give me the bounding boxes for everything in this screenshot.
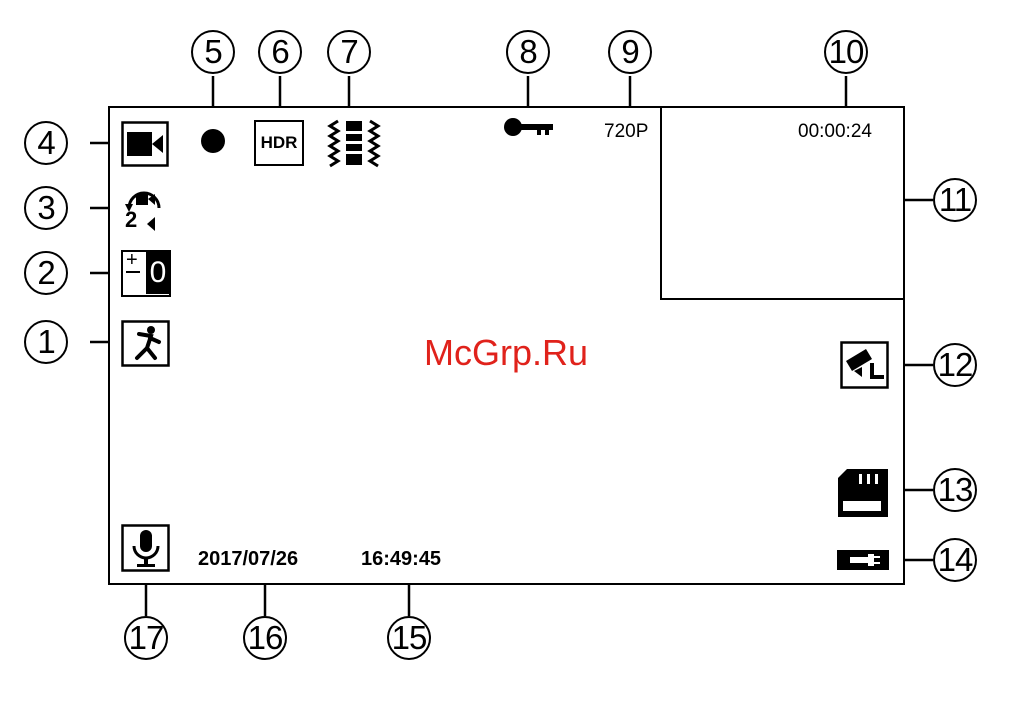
time-label: 16:49:45 bbox=[361, 548, 441, 571]
parking-monitor-icon bbox=[840, 341, 890, 389]
hdr-icon: HDR bbox=[254, 120, 304, 166]
exposure-icon: + 0 bbox=[121, 250, 171, 297]
callout-17: 17 bbox=[124, 616, 168, 660]
callout-3: 3 bbox=[24, 186, 68, 230]
wdr-icon bbox=[324, 118, 384, 168]
callout-14: 14 bbox=[933, 538, 977, 582]
microphone-icon bbox=[121, 524, 171, 572]
record-dot-icon bbox=[200, 128, 226, 154]
sd-card-icon bbox=[837, 468, 889, 518]
callout-2: 2 bbox=[24, 251, 68, 295]
burst-label: 2 bbox=[125, 207, 137, 233]
callout-9: 9 bbox=[608, 30, 652, 74]
callout-8: 8 bbox=[506, 30, 550, 74]
power-plug-icon bbox=[836, 549, 890, 571]
loop-record-icon: 2 bbox=[121, 186, 173, 232]
callout-7: 7 bbox=[327, 30, 371, 74]
video-camera-icon bbox=[121, 121, 169, 167]
exposure-value: 0 bbox=[146, 252, 170, 294]
callout-11: 11 bbox=[933, 178, 977, 222]
callout-1: 1 bbox=[24, 320, 68, 364]
callout-13: 13 bbox=[933, 468, 977, 512]
date-label: 2017/07/26 bbox=[198, 548, 298, 571]
elapsed-time: 00:00:24 bbox=[798, 121, 872, 143]
callout-5: 5 bbox=[191, 30, 235, 74]
hdr-label: HDR bbox=[261, 133, 298, 153]
exposure-plus: + bbox=[126, 249, 138, 272]
callout-12: 12 bbox=[933, 343, 977, 387]
watermark: McGrp.Ru bbox=[424, 332, 588, 374]
callout-6: 6 bbox=[258, 30, 302, 74]
motion-detection-icon bbox=[121, 320, 171, 367]
resolution-label: 720P bbox=[604, 121, 648, 143]
callout-16: 16 bbox=[243, 616, 287, 660]
callout-15: 15 bbox=[387, 616, 431, 660]
exposure-minus bbox=[126, 271, 140, 273]
key-icon bbox=[503, 116, 555, 138]
callout-10: 10 bbox=[824, 30, 868, 74]
callout-4: 4 bbox=[24, 121, 68, 165]
